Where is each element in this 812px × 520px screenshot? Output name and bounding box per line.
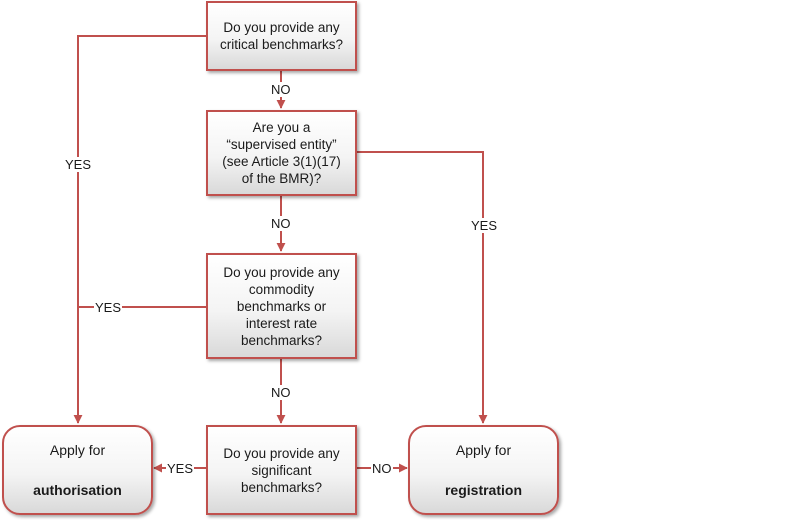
edge-critical-yes bbox=[73, 35, 206, 424]
outcome-authorisation-line2: authorisation bbox=[33, 482, 122, 498]
label-significant-no: NO bbox=[371, 461, 393, 476]
label-commodity-no: NO bbox=[270, 385, 292, 400]
label-supervised-yes: YES bbox=[470, 218, 499, 233]
label-supervised-no: NO bbox=[270, 216, 292, 231]
label-critical-yes: YES bbox=[64, 157, 93, 172]
outcome-authorisation: Apply for authorisation bbox=[2, 425, 153, 515]
outcome-registration: Apply for registration bbox=[408, 425, 559, 515]
label-commodity-yes: YES bbox=[94, 300, 123, 315]
question-significant-benchmarks: Do you provide any significant benchmark… bbox=[206, 425, 357, 515]
question-supervised-text: Are you a “supervised entity” (see Artic… bbox=[222, 120, 341, 186]
question-commodity-benchmarks: Do you provide any commodity benchmarks … bbox=[206, 253, 357, 359]
outcome-registration-line2: registration bbox=[444, 482, 522, 498]
question-critical-benchmarks: Do you provide any critical benchmarks? bbox=[206, 1, 357, 71]
outcome-authorisation-line1: Apply for bbox=[49, 442, 106, 458]
outcome-registration-line1: Apply for bbox=[455, 442, 512, 458]
question-supervised-entity: Are you a “supervised entity” (see Artic… bbox=[206, 110, 357, 196]
question-critical-text: Do you provide any critical benchmarks? bbox=[219, 20, 344, 52]
question-commodity-text: Do you provide any commodity benchmarks … bbox=[223, 264, 340, 348]
edge-supervised-yes bbox=[357, 151, 488, 424]
label-critical-no: NO bbox=[270, 82, 292, 97]
question-significant-text: Do you provide any significant benchmark… bbox=[223, 445, 340, 495]
label-significant-yes: YES bbox=[166, 461, 195, 476]
